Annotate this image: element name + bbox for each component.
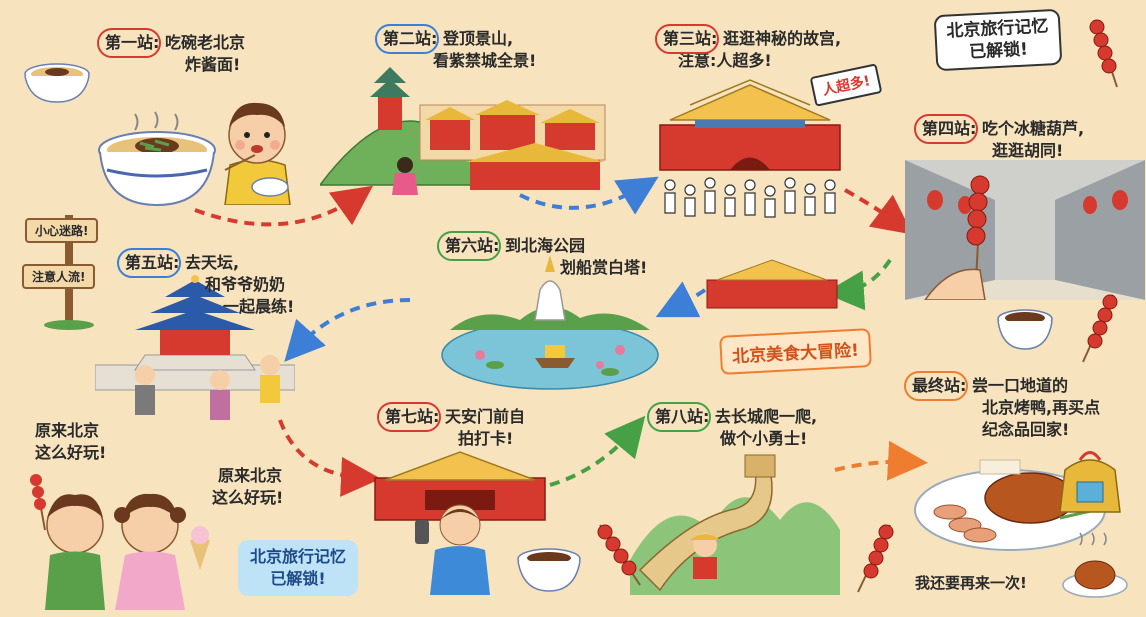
- station-2-text: 第二站: 登顶景山, 看紫禁城全景!: [374, 24, 537, 70]
- noodle-bowl-decoration: [24, 63, 90, 103]
- signpost-sign-crowd: 注意人流!: [22, 264, 96, 289]
- zhajiangmian-bowl-illustration: [98, 111, 216, 207]
- station-2-label: 第二站: [374, 24, 440, 54]
- signpost-sign-lost-text: 小心迷路!: [35, 224, 89, 238]
- tanghulu-icon-2: [1082, 294, 1118, 363]
- memory-unlocked-banner-top: 北京旅行记忆 已解锁!: [933, 8, 1063, 72]
- station-5-line1: 去天坛,: [184, 253, 240, 272]
- roast-duck-small-illustration: [1062, 532, 1128, 598]
- station-6-text: 第六站: 到北海公园 划船赏白塔!: [436, 231, 648, 277]
- tanghulu-icon-4: [857, 524, 894, 593]
- kid-speech-right-line1: 原来北京: [218, 466, 283, 485]
- station-1-text: 第一站: 吃碗老北京 炸酱面!: [96, 28, 245, 74]
- again-text: 我还要再来一次!: [915, 572, 1027, 594]
- station-8-label: 第八站: [646, 402, 712, 432]
- station-5-line3: 一起晨练!: [223, 297, 295, 316]
- memory-unlocked-banner-bottom: 北京旅行记忆 已解锁!: [238, 540, 359, 596]
- station-4-line2: 逛逛胡同!: [992, 141, 1064, 160]
- boy-eating-illustration: [224, 102, 291, 205]
- memory-unlocked-bottom-line1: 北京旅行记忆: [250, 547, 347, 566]
- signpost-sign-lost: 小心迷路!: [25, 218, 99, 243]
- arrow-5-to-7: [278, 419, 381, 497]
- arrow-8-to-final: [834, 440, 928, 481]
- station-6-label: 第六站: [436, 231, 502, 261]
- signpost-sign-crowd-text: 注意人流!: [32, 270, 86, 284]
- station-2-line1: 登顶景山,: [442, 29, 514, 48]
- arrow-4-to-6: [824, 258, 892, 311]
- great-wall-illustration: [630, 454, 840, 595]
- station-7-line2: 拍打卡!: [458, 429, 514, 448]
- station-3-text: 第三站: 逛逛神秘的故宫, 注意:人超多!: [654, 24, 842, 70]
- station-4-line1: 吃个冰糖葫芦,: [981, 119, 1085, 138]
- station-7-text: 第七站: 天安门前自 拍打卡!: [376, 402, 525, 448]
- final-station-line2: 北京烤鸭,再买点: [982, 398, 1101, 417]
- final-station-label: 最终站: [903, 371, 969, 401]
- station-1-label: 第一站: [96, 28, 162, 58]
- memory-unlocked-bottom-line2: 已解锁!: [270, 569, 326, 588]
- station-6-line2: 划船赏白塔!: [560, 258, 648, 277]
- station-4-label: 第四站: [913, 114, 979, 144]
- noodle-bowl-decoration-3: [517, 548, 581, 592]
- kid-speech-right: 原来北京 这么好玩!: [212, 465, 283, 509]
- jingshan-forbidden-city-illustration: [320, 67, 606, 195]
- crowd-sign-text: 人超多!: [821, 73, 872, 99]
- kid-speech-left-line2: 这么好玩!: [35, 443, 107, 462]
- food-adventure-banner: 北京美食大冒险!: [719, 328, 872, 375]
- tanghulu-icon: [1089, 19, 1118, 88]
- food-adventure-text: 北京美食大冒险!: [731, 340, 860, 368]
- tiananmen-small-illustration: [706, 259, 838, 309]
- tiananmen-selfie-illustration: [374, 451, 546, 595]
- temple-of-heaven-illustration: [95, 275, 295, 420]
- kid-speech-right-line2: 这么好玩!: [212, 488, 284, 507]
- station-8-text: 第八站: 去长城爬一爬, 做个小勇士!: [646, 402, 818, 448]
- two-kids-illustration: [30, 474, 210, 610]
- hutong-candied-haws-illustration: [905, 160, 1145, 300]
- station-3-label: 第三站: [654, 24, 720, 54]
- station-2-line2: 看紫禁城全景!: [433, 51, 537, 70]
- arrow-3-to-4: [844, 188, 913, 235]
- again-text-line: 我还要再来一次!: [915, 574, 1027, 592]
- tanghulu-icon-3: [597, 524, 641, 586]
- arrow-7-to-8: [549, 415, 646, 487]
- gift-bag-illustration: [1059, 451, 1121, 513]
- kid-speech-left-line1: 原来北京: [35, 421, 100, 440]
- arrow-6-to-5: [284, 298, 411, 362]
- station-5-line2: 和爷爷奶奶: [205, 275, 286, 294]
- station-4-text: 第四站: 吃个冰糖葫芦, 逛逛胡同!: [913, 114, 1085, 160]
- final-station-text: 最终站: 尝一口地道的 北京烤鸭,再买点 纪念品回家!: [903, 371, 1101, 439]
- station-3-line2: 注意:人超多!: [678, 51, 772, 70]
- station-5-label: 第五站: [116, 248, 182, 278]
- station-7-line1: 天安门前自: [444, 407, 525, 426]
- station-1-line2: 炸酱面!: [185, 55, 241, 74]
- station-5-text: 第五站: 去天坛, 和爷爷奶奶 一起晨练!: [116, 248, 295, 316]
- station-8-line1: 去长城爬一爬,: [714, 407, 818, 426]
- noodle-bowl-decoration-2: [997, 309, 1053, 350]
- arrow-to-6: [655, 281, 707, 318]
- kid-speech-left: 原来北京 这么好玩!: [35, 420, 106, 464]
- arrow-1-to-2: [194, 185, 374, 227]
- station-1-line1: 吃碗老北京: [164, 33, 245, 52]
- final-station-line3: 纪念品回家!: [982, 420, 1070, 439]
- station-3-line1: 逛逛神秘的故宫,: [722, 29, 842, 48]
- station-7-label: 第七站: [376, 402, 442, 432]
- station-8-line2: 做个小勇士!: [720, 429, 808, 448]
- station-6-line1: 到北海公园: [504, 236, 585, 255]
- forbidden-city-gate-illustration: [659, 79, 841, 218]
- final-station-line1: 尝一口地道的: [971, 376, 1068, 395]
- beihai-park-illustration: [441, 255, 659, 390]
